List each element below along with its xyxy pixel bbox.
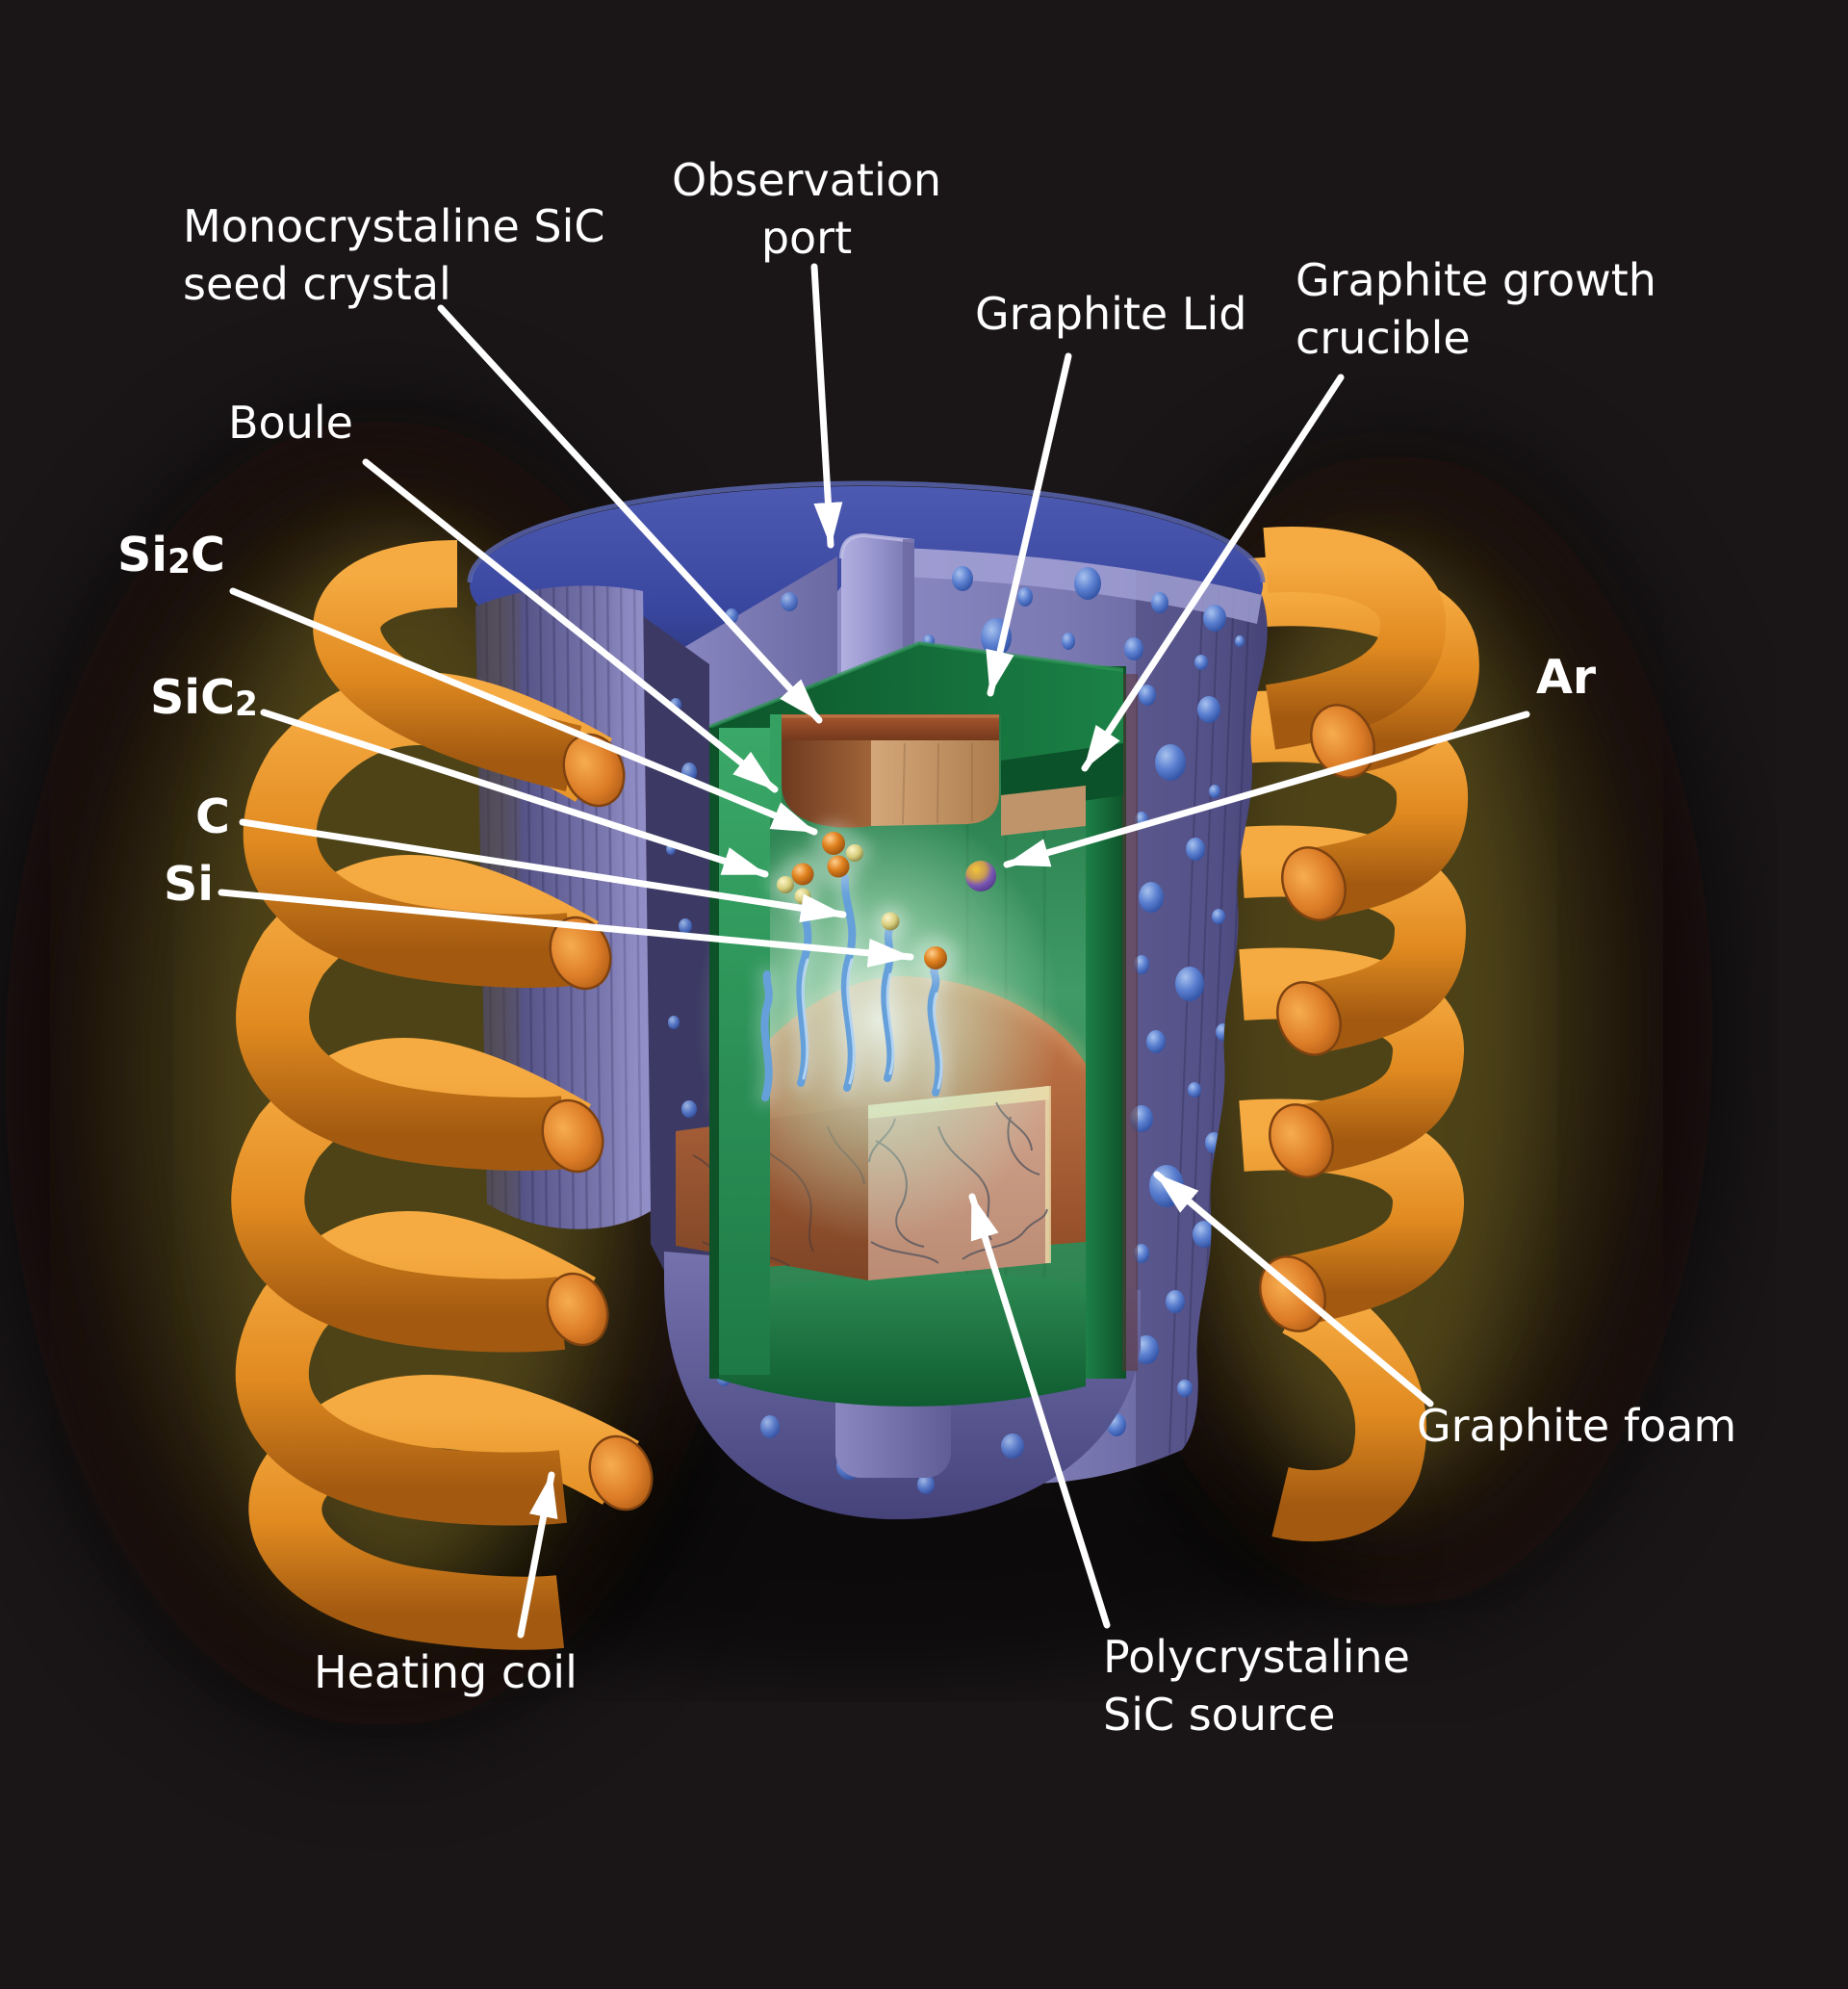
label-sic2: SiC2 xyxy=(150,670,258,725)
label-graphite-foam: Graphite foam xyxy=(1417,1400,1737,1452)
arrow-growth-crucible xyxy=(1081,374,1345,772)
label-observation-port: Observation port xyxy=(671,154,942,264)
label-ar: Ar xyxy=(1536,650,1597,705)
label-growth-crucible: Graphite growth crucible xyxy=(1296,254,1656,364)
leader-arrows xyxy=(218,263,1530,1639)
arrow-sic2 xyxy=(260,709,769,878)
molecules xyxy=(769,822,996,980)
c-atom-1 xyxy=(846,844,863,862)
arrow-boule xyxy=(362,458,779,793)
arrow-si2c xyxy=(229,587,818,836)
arrow-graphite-foam xyxy=(1153,1171,1434,1408)
c-atom-4 xyxy=(881,912,900,931)
label-sic-source: Polycrystaline SiC source xyxy=(1103,1631,1410,1741)
label-si: Si xyxy=(164,857,215,912)
label-graphite-lid: Graphite Lid xyxy=(975,288,1247,340)
si-atom-2 xyxy=(827,855,850,878)
arrow-c xyxy=(239,818,847,923)
si-atom-4 xyxy=(924,946,947,969)
label-heating-coil: Heating coil xyxy=(314,1646,578,1698)
label-si2c: Si2C xyxy=(117,528,225,582)
arrow-observation-port xyxy=(810,263,843,549)
arrow-sic-source xyxy=(968,1193,1111,1629)
c-atom-3 xyxy=(794,888,811,905)
arrow-si xyxy=(218,889,914,968)
ar-atom xyxy=(965,861,996,891)
si-atom-1 xyxy=(822,832,845,855)
arrow-ar xyxy=(1003,710,1530,868)
heating-coil-right xyxy=(1239,526,1479,1542)
observation-port-tube xyxy=(839,532,915,674)
heating-coil-left xyxy=(231,540,654,1650)
graphite-growth-crucible xyxy=(676,640,1138,1407)
boule xyxy=(782,740,1086,836)
arrow-heating-coil xyxy=(517,1471,558,1639)
c-atom-2 xyxy=(777,876,794,893)
arrow-seed-crystal xyxy=(437,304,823,724)
heat-glow xyxy=(695,799,1061,1242)
arrow-graphite-lid xyxy=(986,352,1072,697)
label-seed-crystal: Monocrystaline SiC seed crystal xyxy=(183,200,605,310)
si-atom-3 xyxy=(791,863,814,886)
crucible-floor xyxy=(717,1274,1086,1407)
label-boule: Boule xyxy=(228,397,353,449)
label-c: C xyxy=(195,789,230,844)
